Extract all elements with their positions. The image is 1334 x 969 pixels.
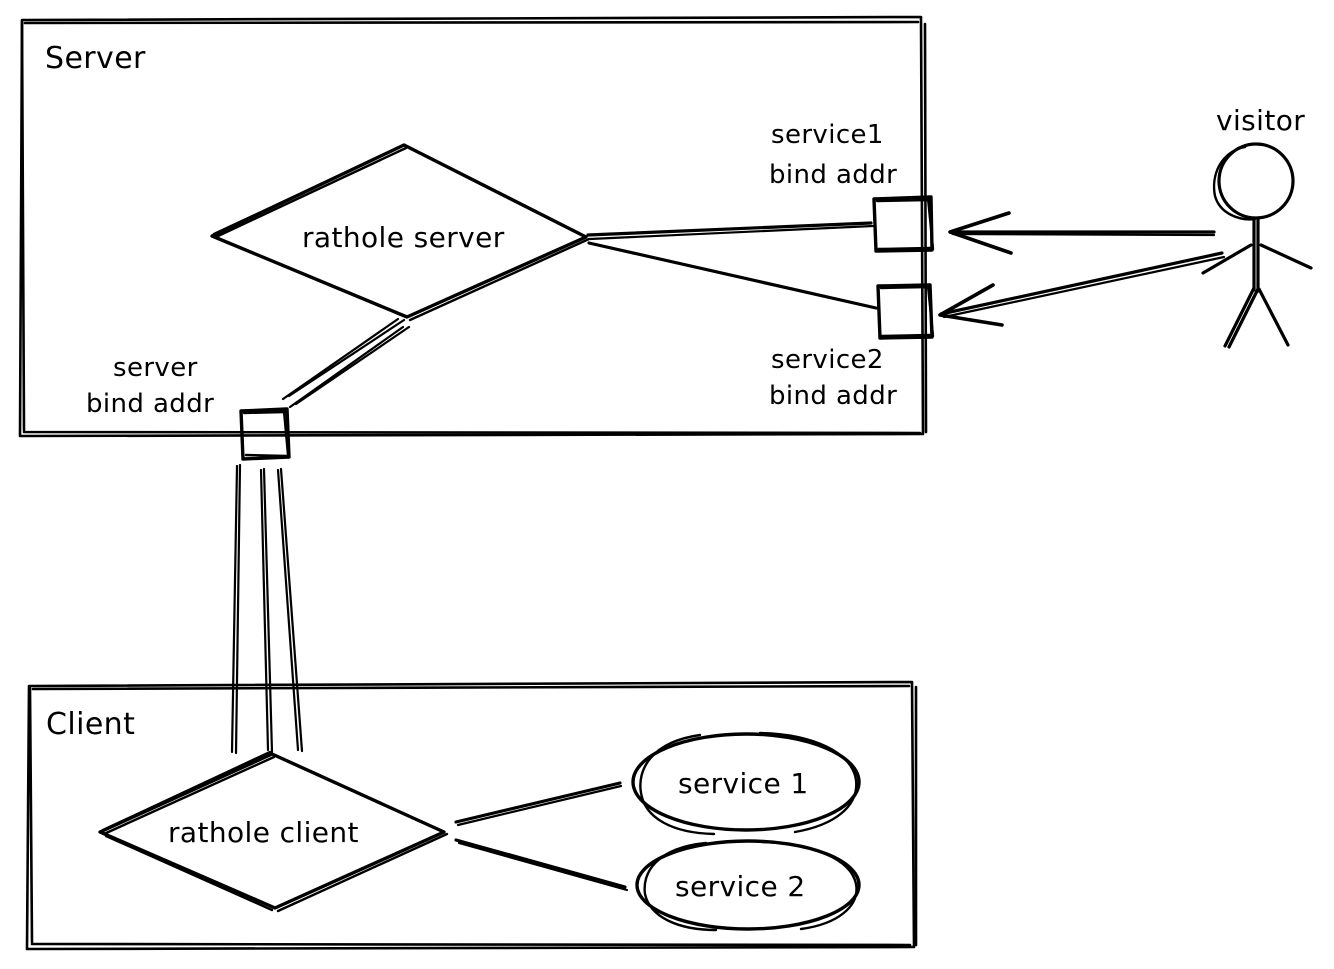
client-container	[25, 680, 918, 951]
client-container-label: Client	[46, 707, 135, 742]
service1-bind-addr-label-line1: service1	[771, 120, 884, 150]
port-service2-bind-addr[interactable]	[876, 283, 935, 340]
edge-rathole-client-to-service-2	[454, 838, 629, 892]
node-rathole-client[interactable]	[98, 750, 449, 913]
server-container-label: Server	[45, 41, 146, 76]
node-rathole-server[interactable]	[210, 143, 591, 322]
service2-bind-addr-label-line2: bind addr	[769, 381, 897, 411]
visitor-label: visitor	[1216, 104, 1305, 137]
port-service1-bind-addr[interactable]	[872, 195, 935, 253]
rathole-client-label: rathole client	[168, 816, 359, 849]
rathole-server-label: rathole server	[302, 221, 505, 254]
service-1-ellipse-label: service 1	[678, 767, 809, 800]
server-bind-addr-label-line1: server	[113, 353, 198, 383]
edge-rathole-client-to-service-1	[454, 781, 623, 827]
server-container	[18, 15, 928, 438]
port-server-bind-addr[interactable]	[239, 407, 291, 461]
service-2-ellipse-label: service 2	[675, 870, 806, 903]
edge-rathole-server-to-server-bind-addr	[281, 317, 411, 409]
node-visitor[interactable]	[1201, 142, 1313, 349]
service2-bind-addr-label-line1: service2	[771, 345, 884, 375]
edge-rathole-server-to-service2	[587, 241, 878, 310]
edge-server-bind-addr-to-rathole-client	[230, 463, 304, 755]
node-service-2-ellipse[interactable]	[635, 839, 861, 932]
node-service-1-ellipse[interactable]	[631, 731, 861, 836]
service1-bind-addr-label-line2: bind addr	[769, 160, 897, 190]
edge-visitor-to-service2	[938, 251, 1226, 327]
edge-rathole-server-to-service1	[586, 221, 875, 241]
edge-visitor-to-service1	[948, 211, 1216, 255]
server-bind-addr-label-line2: bind addr	[86, 389, 214, 419]
